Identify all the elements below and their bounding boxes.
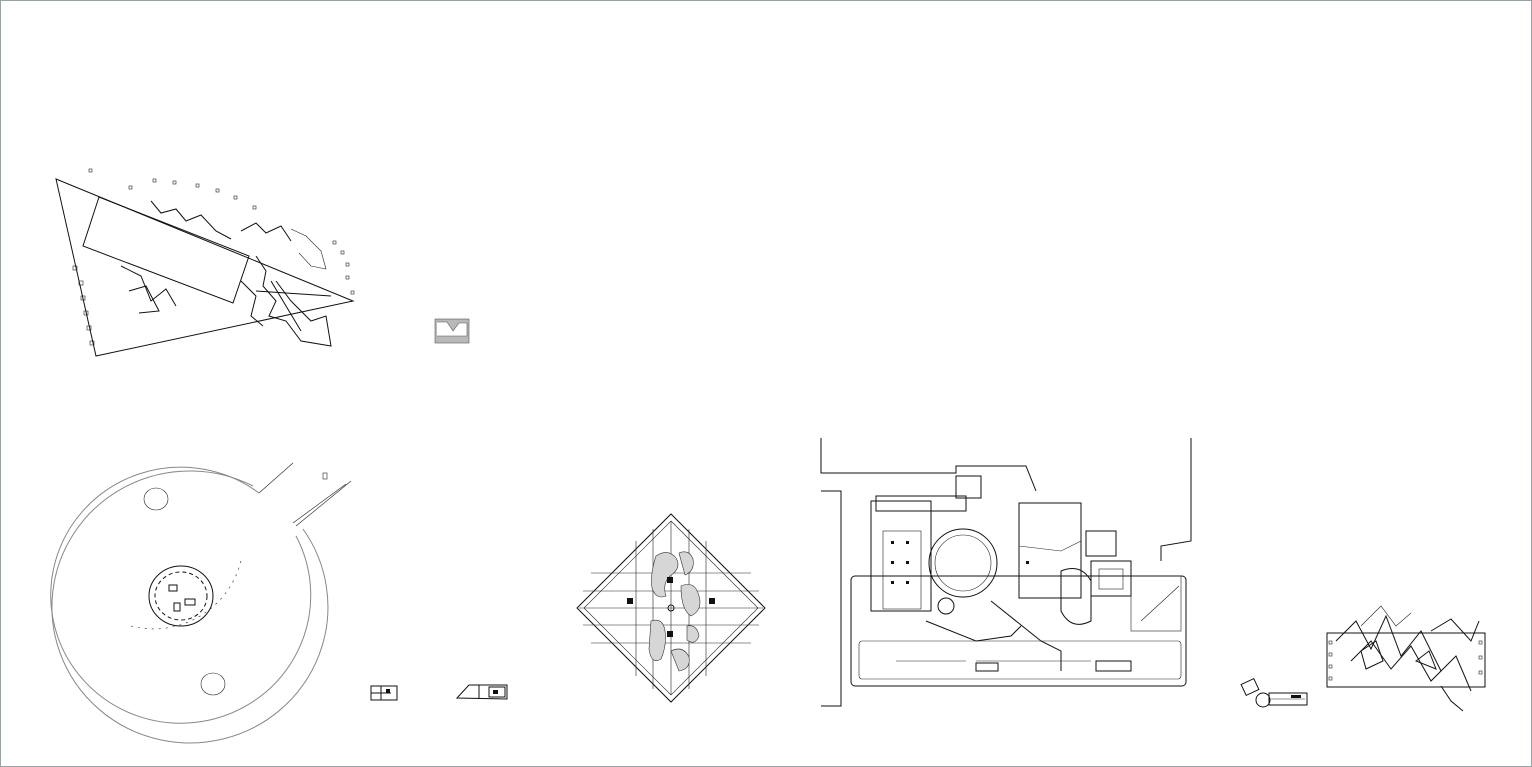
diamond-grid-plan[interactable] — [576, 513, 766, 703]
museum-complex-plan[interactable] — [820, 438, 1192, 707]
site-dots — [72, 168, 355, 346]
small-plan-b[interactable] — [455, 684, 508, 700]
wedge-site-plan[interactable] — [55, 168, 355, 357]
circular-plan[interactable] — [50, 462, 352, 744]
small-plan-a[interactable] — [370, 685, 398, 701]
tiny-site-thumbnail[interactable] — [1240, 677, 1308, 708]
grid-lines — [579, 521, 763, 695]
fragmented-plan[interactable] — [1326, 605, 1486, 712]
fragment-dots — [1328, 640, 1483, 681]
hatched-thumbnail[interactable] — [434, 318, 470, 344]
